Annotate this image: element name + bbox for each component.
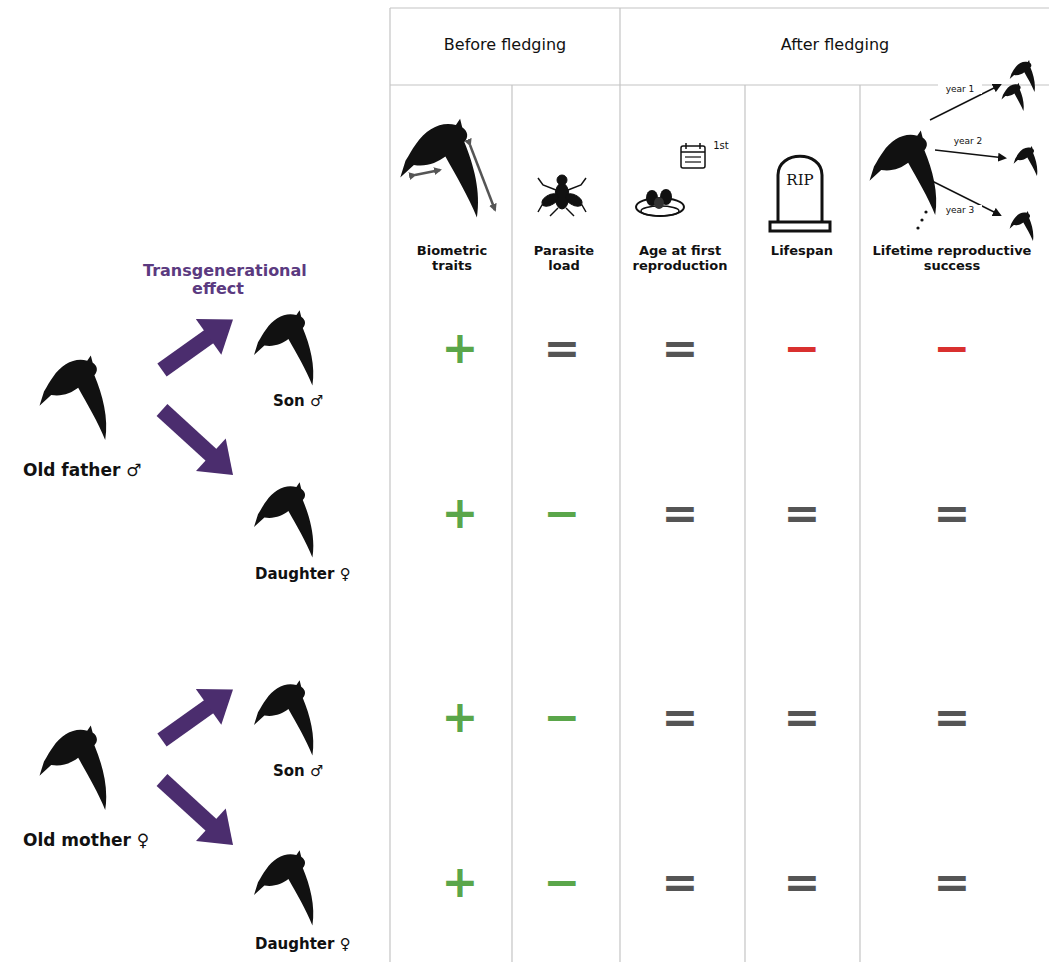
bird-node: Son ♂ — [235, 662, 360, 787]
column-header: Lifetime reproductive success — [868, 244, 1036, 274]
effect-sign: − — [772, 323, 832, 374]
effect-sign: − — [532, 857, 592, 908]
effect-sign: + — [430, 692, 490, 743]
icon-text: year 3 — [938, 205, 982, 215]
transmission-arrow — [162, 689, 233, 740]
bird-icon — [40, 355, 107, 440]
column-group-header: Before fledging — [405, 36, 605, 54]
node-label: Old father ♂ — [23, 460, 142, 480]
nest-icon — [636, 189, 684, 216]
measure-arrows — [415, 145, 495, 210]
effect-sign: + — [430, 488, 490, 539]
effect-sign: + — [430, 857, 490, 908]
bird-node: Old father ♂ — [15, 330, 160, 490]
column-header: Biometric traits — [407, 244, 497, 274]
bird-icon — [254, 680, 313, 755]
node-label: Daughter ♀ — [255, 565, 351, 583]
bird-icon — [870, 130, 937, 215]
effect-sign: = — [772, 692, 832, 743]
icon-text: year 1 — [938, 84, 982, 94]
transmission-arrow — [162, 410, 233, 475]
effect-heading: Transgenerational effect — [143, 262, 293, 299]
transmission-arrow — [162, 319, 233, 370]
bird-icon — [400, 119, 478, 218]
parasite-icon — [538, 175, 586, 216]
effect-sign: = — [772, 488, 832, 539]
effect-sign: = — [650, 857, 710, 908]
icon-text: year 2 — [946, 136, 990, 146]
ellipsis-dots — [916, 210, 927, 229]
bird-node: Old mother ♀ — [15, 700, 160, 860]
column-header: Lifespan — [752, 244, 852, 259]
calendar-icon — [681, 143, 705, 168]
node-label: Old mother ♀ — [23, 830, 149, 850]
node-label: Son ♂ — [273, 762, 323, 780]
bird-node: Daughter ♀ — [235, 835, 360, 960]
effect-sign: = — [922, 692, 982, 743]
column-header: Age at first reproduction — [628, 244, 732, 274]
bird-icon — [254, 310, 313, 385]
node-label: Daughter ♀ — [255, 935, 351, 953]
bird-node: Son ♂ — [235, 292, 360, 417]
bird-node: Daughter ♀ — [235, 465, 360, 590]
transmission-arrow — [162, 780, 233, 845]
effect-sign: = — [650, 323, 710, 374]
bird-icon — [40, 725, 107, 810]
node-label: Son ♂ — [273, 392, 323, 410]
effect-sign: + — [430, 323, 490, 374]
bird-icon — [254, 850, 313, 925]
effect-sign: = — [650, 692, 710, 743]
effect-sign: = — [922, 857, 982, 908]
bird-icon — [254, 482, 313, 557]
effect-sign: = — [772, 857, 832, 908]
icon-text: RIP — [780, 172, 820, 189]
year-arrows — [930, 85, 1005, 215]
effect-sign: = — [650, 488, 710, 539]
column-header: Parasite load — [524, 244, 604, 274]
tombstone-icon — [770, 156, 830, 231]
table-grid — [390, 8, 1049, 962]
effect-sign: − — [922, 323, 982, 374]
bird-icon — [1002, 83, 1024, 111]
bird-icon — [1010, 211, 1034, 241]
effect-sign: = — [922, 488, 982, 539]
column-group-header: After fledging — [735, 36, 935, 54]
effect-sign: − — [532, 692, 592, 743]
effect-sign: − — [532, 488, 592, 539]
bird-icon — [1014, 146, 1038, 176]
effect-sign: = — [532, 323, 592, 374]
icon-text: 1st — [709, 140, 733, 152]
